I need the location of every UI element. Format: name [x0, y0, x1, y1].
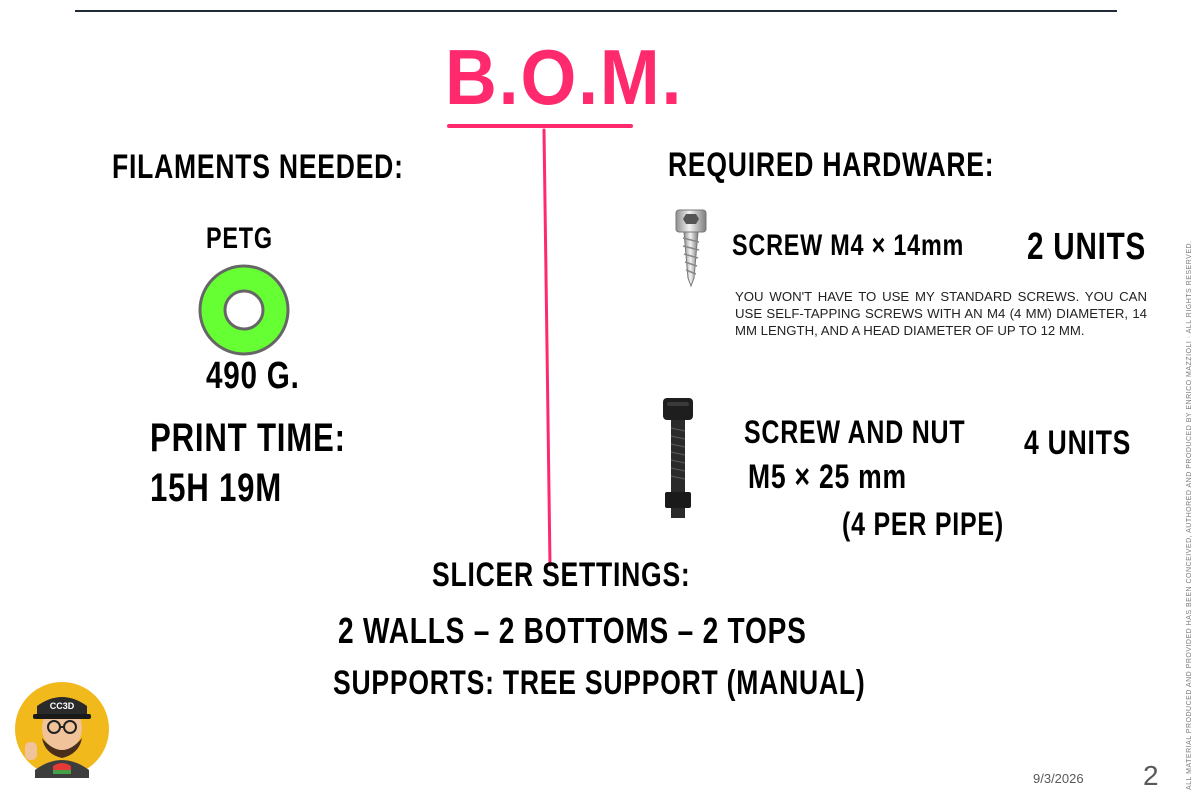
avatar-logo-text: CC3D — [50, 701, 75, 711]
footer-date: 9/3/2026 — [1033, 771, 1084, 786]
screw-m5-label-line2: M5 × 25 mm — [748, 458, 907, 496]
page-title: B.O.M. — [445, 33, 684, 121]
screw-m5-quantity: 4 UNITS — [1024, 424, 1132, 462]
socket-screw-icon — [675, 209, 707, 288]
screw-m5-label-line1: SCREW AND NUT — [744, 414, 966, 450]
screw-m4-label: SCREW M4 × 14mm — [732, 229, 965, 262]
top-rule — [75, 10, 1117, 12]
screw-m4-quantity: 2 UNITS — [1027, 226, 1147, 268]
title-underline — [447, 124, 633, 128]
copyright-notice: ALL MATERIAL PRODUCED AND PROVIDED HAS B… — [1186, 240, 1193, 791]
hardware-heading: REQUIRED HARDWARE: — [668, 146, 995, 184]
avatar-logo-icon: CC3D — [15, 682, 109, 778]
slicer-heading: SLICER SETTINGS: — [432, 556, 691, 594]
bolt-and-nut-icon — [663, 398, 693, 518]
page-number: 2 — [1143, 760, 1159, 791]
slicer-supports-setting: SUPPORTS: TREE SUPPORT (MANUAL) — [333, 664, 866, 702]
filament-spool-icon — [198, 264, 290, 356]
print-time-value: 15H 19M — [150, 466, 283, 510]
print-time-label: PRINT TIME: — [150, 416, 346, 460]
filaments-heading: FILAMENTS NEEDED: — [112, 148, 404, 186]
filament-weight: 490 G. — [206, 355, 300, 397]
filament-material: PETG — [206, 222, 273, 255]
slicer-walls-setting: 2 WALLS – 2 BOTTOMS – 2 TOPS — [338, 610, 807, 651]
screw-m4-note: You won't have to use my standard screws… — [735, 289, 1147, 338]
screw-m5-label-line3: (4 PER PIPE) — [842, 506, 1004, 542]
